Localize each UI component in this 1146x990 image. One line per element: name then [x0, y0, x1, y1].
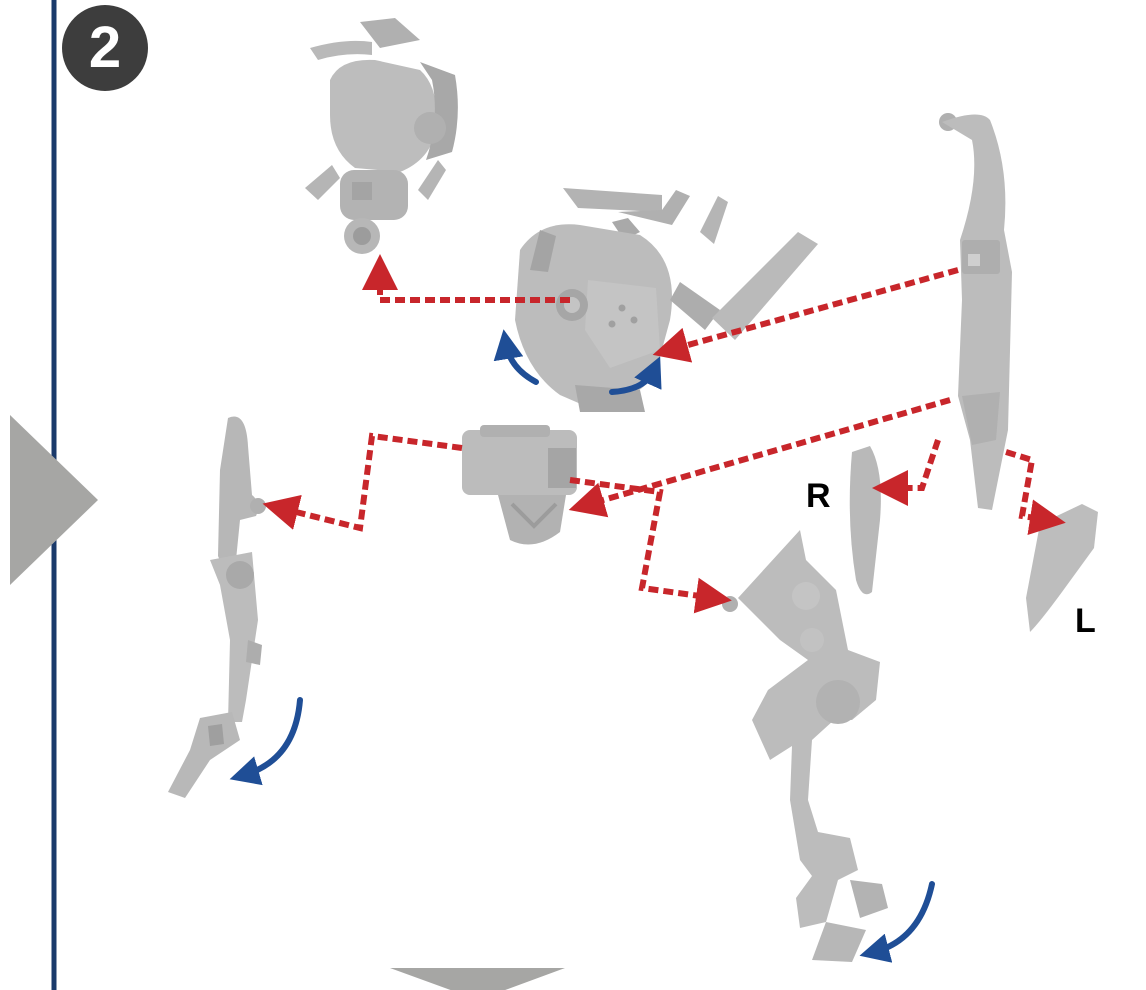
rotate-arrow-icon-right-foot: [859, 881, 935, 963]
rotation-arrows: [229, 329, 935, 963]
right-leg-part: [722, 530, 888, 962]
label-left: L: [1075, 602, 1096, 640]
arrow-head-to-torso: [362, 254, 570, 303]
waist-part: [462, 425, 577, 545]
continue-down-triangle-icon[interactable]: [390, 968, 565, 990]
step-number: 2: [88, 15, 122, 80]
arrow-backpack-to-torso: [652, 267, 959, 363]
rotate-arrow-icon-torso-left: [493, 329, 539, 385]
arrow-backpack-to-shield-l: [1005, 449, 1066, 536]
backpack-part: [939, 113, 1012, 510]
rotate-arrow-icon-torso-right: [609, 356, 662, 395]
left-leg-part: [168, 416, 266, 798]
arrow-waist-to-right-leg: [569, 477, 732, 614]
step-number-badge: 2: [62, 5, 148, 91]
label-right: R: [806, 477, 831, 515]
rotate-arrow-icon-left-foot: [229, 697, 303, 786]
shield-l-part: [1026, 504, 1098, 632]
assembly-arrows: [262, 254, 1066, 614]
shield-r-part: [849, 446, 881, 595]
arrow-waist-to-left-leg: [262, 432, 463, 532]
torso-part: [515, 188, 818, 412]
head-part: [305, 18, 458, 254]
next-step-triangle-icon[interactable]: [10, 415, 98, 585]
arrow-backpack-to-shield-r: [872, 439, 941, 506]
